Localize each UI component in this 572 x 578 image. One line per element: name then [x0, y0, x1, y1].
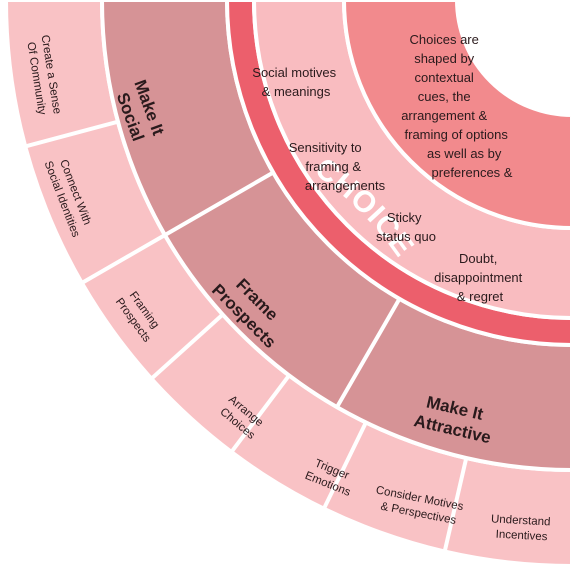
tactic-understand-incentives: Understand Incentives	[490, 513, 554, 543]
influence-social-motives: Social motives & meanings	[252, 65, 339, 99]
influence-sticky: Sticky status quo	[376, 210, 436, 244]
tactic-divider	[229, 374, 291, 454]
tactic-divider	[442, 457, 469, 552]
strategy-divider	[335, 297, 402, 409]
influence-doubt: Doubt, disappointment & regret	[434, 251, 526, 304]
strategy-divider	[163, 170, 275, 237]
tactic-divider	[80, 233, 166, 285]
core-description: Choices are shaped by contextual cues, t…	[401, 32, 513, 180]
core-area	[341, 0, 572, 231]
tactic-divider	[150, 313, 225, 381]
tactic-divider	[322, 421, 368, 510]
tactic-divider	[24, 119, 119, 149]
segment-dividers	[24, 119, 469, 552]
influence-sensitivity: Sensitivity to framing & arrangements	[289, 140, 386, 193]
svg-text:Understand Incentives: Understand Incentives	[490, 513, 554, 543]
